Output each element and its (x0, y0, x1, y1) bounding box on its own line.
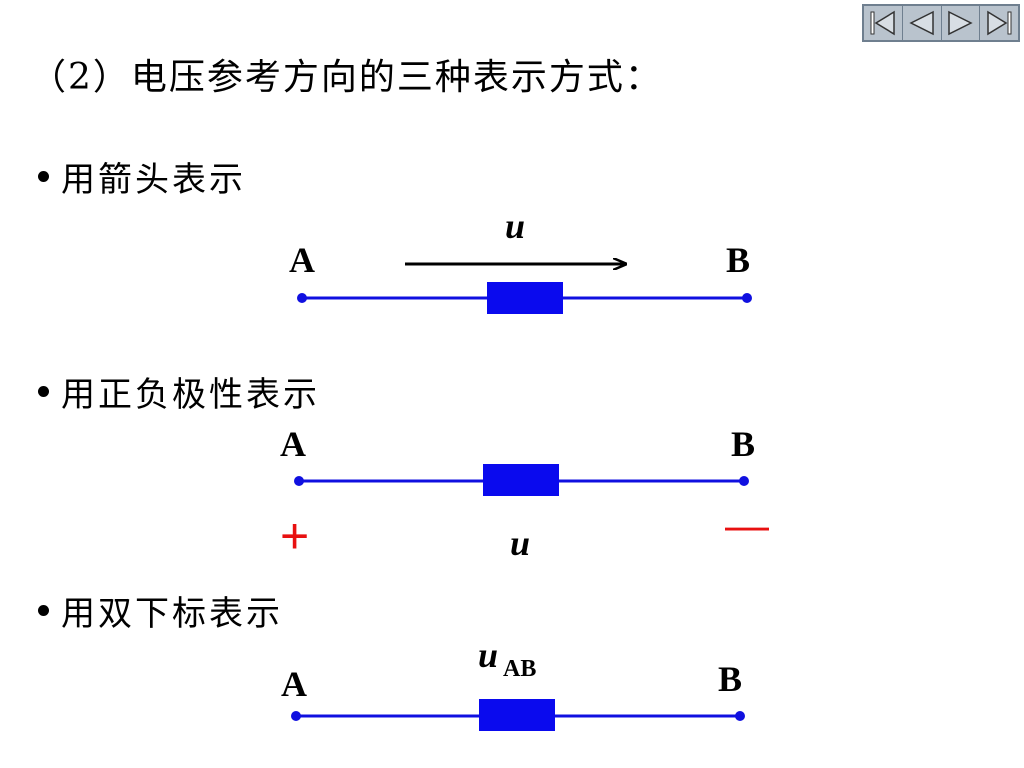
terminal-b (735, 711, 745, 721)
bullet-polarity-method: 用正负极性表示 (38, 367, 320, 416)
bullet-dot (38, 386, 49, 397)
slide-navigation (862, 4, 1020, 42)
node-a-label: A (289, 240, 315, 280)
node-b-label: B (726, 240, 750, 280)
next-page-icon (948, 10, 974, 36)
voltage-label: u (510, 523, 530, 563)
node-b-label: B (731, 424, 755, 464)
resistor (487, 282, 563, 314)
node-a-label: A (280, 424, 306, 464)
terminal-b (742, 293, 752, 303)
voltage-label: u (505, 206, 525, 246)
first-page-button[interactable] (864, 6, 903, 40)
diagram-subscript: u AB A B (281, 635, 745, 731)
resistor (479, 699, 555, 731)
diagram-polarity: A B + — u (280, 424, 769, 564)
bullet-dot (38, 171, 49, 182)
bullet-subscript-method: 用双下标表示 (38, 586, 283, 635)
first-page-icon (870, 10, 895, 36)
bullet-label: 用正负极性表示 (61, 375, 320, 415)
bullet-label: 用箭头表示 (61, 160, 246, 200)
diagram-arrow: A B u (289, 206, 752, 314)
bullet-label: 用双下标表示 (61, 594, 283, 634)
voltage-subscript: AB (503, 656, 536, 682)
node-b-label: B (718, 659, 742, 699)
bullet-dot (38, 605, 49, 616)
voltage-label: u (478, 635, 498, 675)
node-a-label: A (281, 664, 307, 704)
last-page-icon (987, 10, 1012, 36)
terminal-b (739, 476, 749, 486)
minus-sign: — (725, 501, 769, 550)
terminal-a (294, 476, 304, 486)
terminal-a (291, 711, 301, 721)
last-page-button[interactable] (980, 6, 1018, 40)
previous-page-button[interactable] (903, 6, 942, 40)
terminal-a (297, 293, 307, 303)
slide-title: （2）电压参考方向的三种表示方式： (30, 57, 663, 98)
previous-page-icon (908, 10, 934, 36)
resistor (483, 464, 559, 496)
next-page-button[interactable] (942, 6, 981, 40)
plus-sign: + (280, 508, 309, 564)
bullet-arrow-method: 用箭头表示 (38, 152, 246, 201)
